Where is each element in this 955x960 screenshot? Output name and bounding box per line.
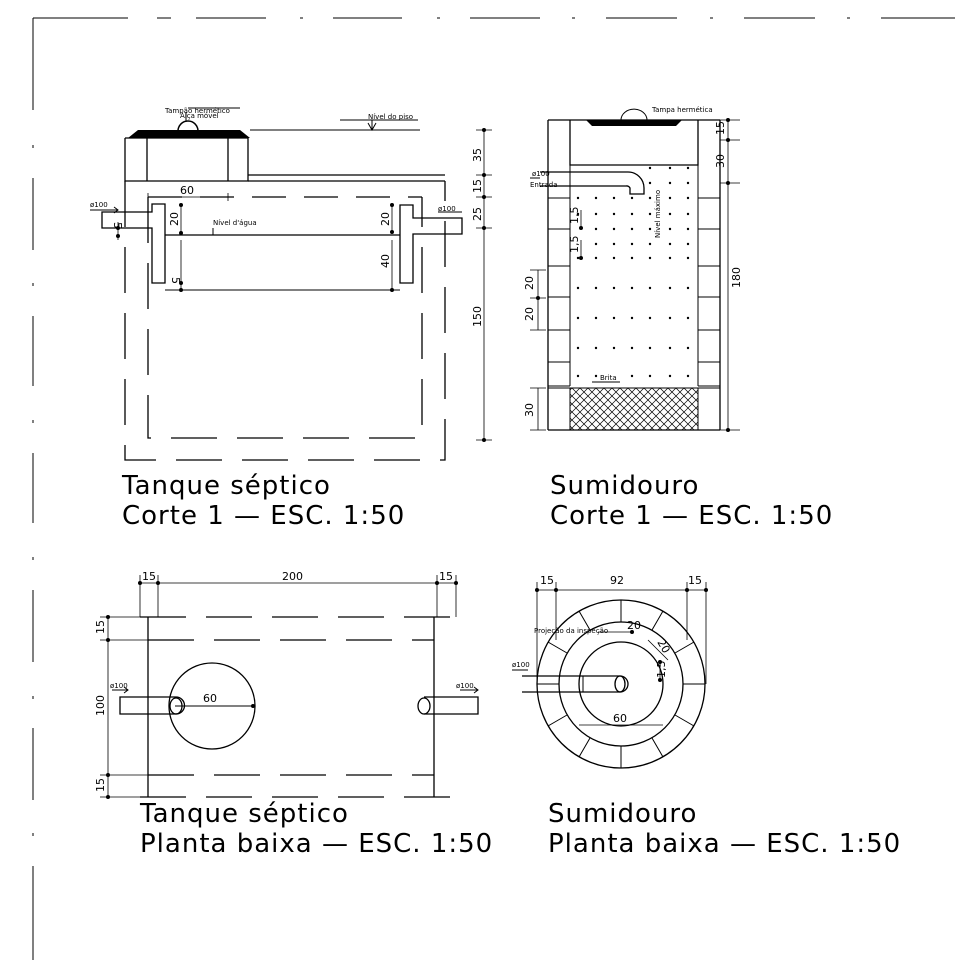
plan-inlet-label: ø100 xyxy=(110,682,128,690)
dim-15-plan-a: 15 xyxy=(142,570,156,583)
sink-inspection-circle xyxy=(578,641,664,727)
plan-outlet-label: ø100 xyxy=(456,682,474,690)
tank-plan-subtitle: Planta baixa — ESC. 1:50 xyxy=(140,829,493,859)
hermetic-lid xyxy=(128,130,250,138)
water-level-label: Nível d'água xyxy=(213,219,257,227)
inlet-pipe-label: ø100 xyxy=(90,201,108,209)
dim-15: 15 xyxy=(471,179,484,193)
sink-plan-subtitle: Planta baixa — ESC. 1:50 xyxy=(548,829,901,859)
dim-25: 25 xyxy=(471,207,484,221)
max-level-label: Nível máximo xyxy=(654,190,662,238)
dim-15-plan-d: 15 xyxy=(94,778,107,792)
gravel-layer xyxy=(569,387,699,431)
dim-5-bottom: 5 xyxy=(169,277,182,284)
sink-plan-dim-20-b: 20 xyxy=(654,637,672,656)
tank-plan-title: Tanque séptico xyxy=(139,799,349,829)
dim-60: 60 xyxy=(180,184,194,197)
tank-section-title: Tanque séptico xyxy=(121,471,331,501)
dim-60-plan: 60 xyxy=(203,692,217,705)
left-block-wall xyxy=(548,165,571,387)
sink-plan-view: 15 92 15 20 20 1,5 60 Projeção da inspeç… xyxy=(512,574,901,859)
dim-180-sink: 180 xyxy=(730,267,743,288)
sink-pipe-label: ø100 xyxy=(532,170,550,178)
dim-20-b-sink: 20 xyxy=(523,307,536,321)
projection-label: Projeção da inspeção xyxy=(534,627,608,635)
sink-plan-dim-60: 60 xyxy=(613,712,627,725)
sink-lid xyxy=(586,120,682,126)
handle-label: Alça móvel xyxy=(180,112,219,120)
sink-plan-dim-15-b: 15 xyxy=(688,574,702,587)
sink-lid-label: Tampa hermética xyxy=(651,106,713,114)
sink-outer-circle xyxy=(536,599,706,769)
dim-15-sink: 15 xyxy=(714,121,727,135)
sink-plan-dim-20-a: 20 xyxy=(627,619,641,632)
tank-plan-view: 15 200 15 15 100 15 60 ø100 ø100 Tanque … xyxy=(94,570,493,859)
sheet-border xyxy=(32,17,955,960)
dim-40: 40 xyxy=(379,254,392,268)
dim-100-plan: 100 xyxy=(94,695,107,716)
dim-35: 35 xyxy=(471,148,484,162)
outlet-pipe-label: ø100 xyxy=(438,205,456,213)
tank-section-subtitle: Corte 1 — ESC. 1:50 xyxy=(122,501,405,531)
lid-label: Tampão hermético xyxy=(164,107,230,115)
sink-plan-dim-1-5: 1,5 xyxy=(655,661,668,679)
dim-200-plan: 200 xyxy=(282,570,303,583)
sink-plan-title: Sumidouro xyxy=(548,799,697,829)
sink-section-subtitle: Corte 1 — ESC. 1:50 xyxy=(550,501,833,531)
sink-section-view: Tampa hermética ø100 Entrada Nível máxim… xyxy=(523,106,833,531)
tank-section-view: Tampão hermético Alça móvel Nível do pis… xyxy=(90,107,492,531)
dim-5-top: 5 xyxy=(111,222,124,229)
right-block-wall xyxy=(697,165,720,387)
dim-15-plan-b: 15 xyxy=(439,570,453,583)
dim-30-bottom-sink: 30 xyxy=(523,403,536,417)
dim-150: 150 xyxy=(471,306,484,327)
perforation-dots xyxy=(576,166,690,378)
sink-plan-dim-92: 92 xyxy=(610,574,624,587)
dim-30-top-sink: 30 xyxy=(714,154,727,168)
gravel-label: Brita xyxy=(600,374,617,382)
dim-20-a-sink: 20 xyxy=(523,276,536,290)
sink-plan-pipe-label: ø100 xyxy=(512,661,530,669)
sink-section-title: Sumidouro xyxy=(550,471,699,501)
floor-level-label: Nível do piso xyxy=(368,113,413,121)
dim-1-5-b: 1,5 xyxy=(568,236,581,254)
sink-ring-blocks xyxy=(537,600,705,768)
sink-entry-label: Entrada xyxy=(530,181,558,189)
dim-15-plan-c: 15 xyxy=(94,620,107,634)
dim-20-left: 20 xyxy=(168,212,181,226)
lid-handle-icon xyxy=(177,120,199,132)
sink-plan-dim-15-a: 15 xyxy=(540,574,554,587)
dim-20-right: 20 xyxy=(379,212,392,226)
dim-1-5-a: 1,5 xyxy=(568,207,581,225)
